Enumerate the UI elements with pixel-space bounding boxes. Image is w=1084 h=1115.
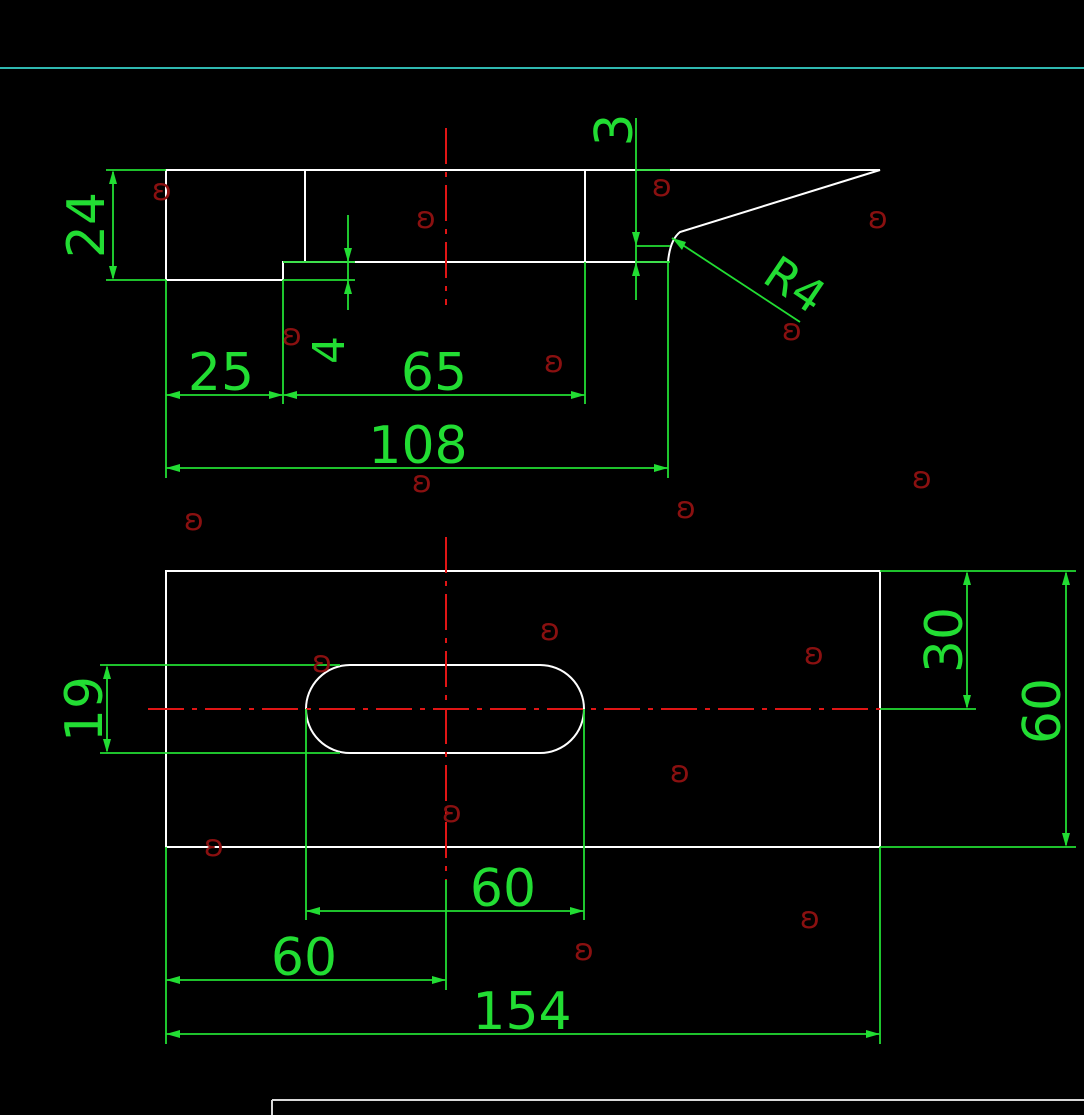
dim-text-30: 30 <box>915 607 975 673</box>
arrow <box>672 238 686 250</box>
watermark-glyph: ʚ <box>800 901 820 936</box>
watermark-glyph: ʚ <box>574 933 594 968</box>
dim-text-65: 65 <box>401 343 467 403</box>
watermark-glyph: ʚ <box>204 829 224 864</box>
watermark-glyph: ʚ <box>670 755 690 790</box>
watermark-glyph: ʚ <box>282 318 302 353</box>
arrow <box>103 739 111 753</box>
arrow <box>306 907 320 915</box>
dim-text-slot-offset: 60 <box>271 928 337 988</box>
top-view <box>148 537 881 880</box>
watermark-glyph: ʚ <box>912 461 932 496</box>
side-dimensions: 24 3 4 25 65 108 <box>57 113 835 478</box>
arrow <box>166 1030 180 1038</box>
watermark-glyph: ʚ <box>416 201 436 236</box>
dim-text-19: 19 <box>55 676 115 742</box>
top-dimensions: 19 30 60 60 60 154 <box>55 570 1076 1044</box>
arrow <box>109 266 117 280</box>
arrow <box>654 464 668 472</box>
arrow <box>103 665 111 679</box>
arrow <box>571 391 585 399</box>
watermark-glyph: ʚ <box>544 345 564 380</box>
watermark-marks: ʚ ʚ ʚ ʚ ʚ ʚ ʚ ʚ ʚ ʚ ʚ ʚ ʚ ʚ ʚ ʚ ʚ ʚ ʚ <box>152 169 932 968</box>
dim-text-slot-length: 60 <box>470 859 536 919</box>
dim-text-3: 3 <box>585 113 645 146</box>
arrow <box>570 907 584 915</box>
dim-text-60-vertical: 60 <box>1013 678 1073 744</box>
watermark-glyph: ʚ <box>782 313 802 348</box>
arrow <box>632 262 640 276</box>
arrow <box>166 464 180 472</box>
arrow <box>344 280 352 294</box>
arrow <box>283 391 297 399</box>
arrow <box>963 571 971 585</box>
watermark-glyph: ʚ <box>442 795 462 830</box>
watermark-glyph: ʚ <box>152 173 172 208</box>
arrow <box>963 695 971 709</box>
arrow <box>1062 571 1070 585</box>
watermark-glyph: ʚ <box>652 169 672 204</box>
arrow <box>1062 833 1070 847</box>
watermark-glyph: ʚ <box>540 613 560 648</box>
side-view-outline <box>165 169 881 281</box>
arrow <box>109 170 117 184</box>
dim-text-154: 154 <box>472 982 571 1042</box>
watermark-glyph: ʚ <box>412 465 432 500</box>
dim-text-108: 108 <box>368 416 467 476</box>
arrow <box>166 976 180 984</box>
dim-text-4: 4 <box>304 336 355 364</box>
arrow <box>344 248 352 262</box>
arrow <box>632 232 640 246</box>
side-view <box>165 128 881 305</box>
arrow <box>432 976 446 984</box>
watermark-glyph: ʚ <box>868 201 888 236</box>
watermark-glyph: ʚ <box>312 645 332 680</box>
watermark-glyph: ʚ <box>804 637 824 672</box>
watermark-glyph: ʚ <box>184 503 204 538</box>
radius-leader <box>671 237 801 323</box>
arrow <box>866 1030 880 1038</box>
dim-text-25: 25 <box>188 343 254 403</box>
dim-text-24: 24 <box>57 192 117 258</box>
arrow <box>269 391 283 399</box>
watermark-glyph: ʚ <box>676 491 696 526</box>
arrow <box>166 391 180 399</box>
